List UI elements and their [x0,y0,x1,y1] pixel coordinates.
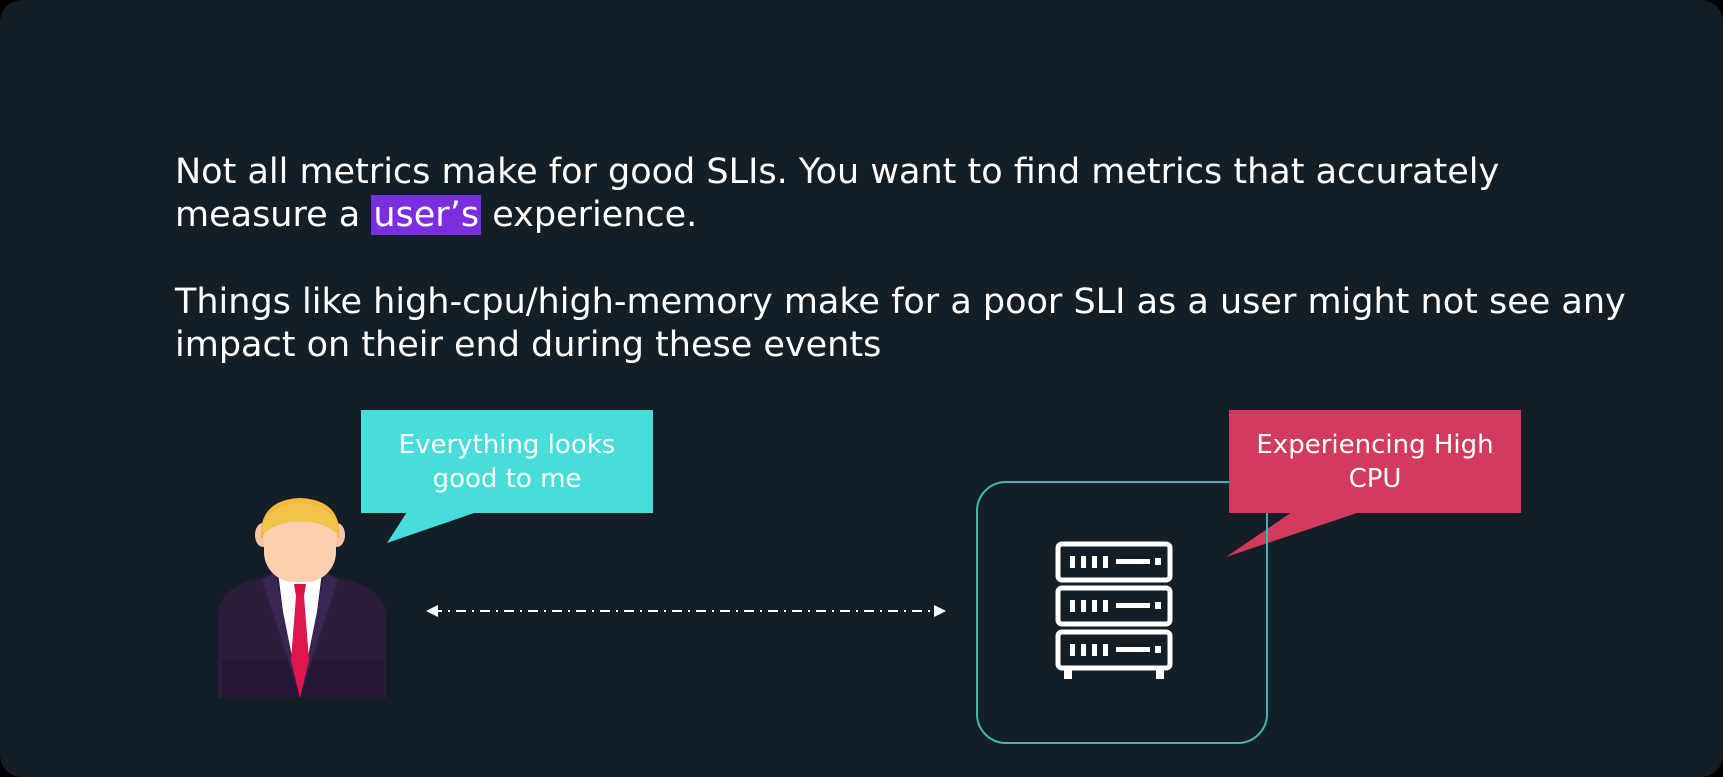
user-bubble-tail [387,512,477,543]
server-box [976,481,1268,744]
intro-text-end: experience. [481,195,698,235]
highlighted-word: user’s [371,195,482,235]
connection-arrow [426,605,946,617]
user-speech-bubble: Everything looks good to me [361,410,653,513]
intro-text-start: Not all metrics make for good SLIs. You … [175,152,1500,235]
user-icon [218,498,386,698]
intro-paragraph: Not all metrics make for good SLIs. You … [175,151,1655,237]
explanation-paragraph: Things like high-cpu/high-memory make fo… [175,282,1626,365]
server-rack-icon [1055,541,1173,679]
server-speech-bubble: Experiencing High CPU [1229,410,1521,513]
server-bubble-tail [1226,512,1360,557]
user-bubble-text: Everything looks good to me [398,429,616,494]
server-bubble-text: Experiencing High CPU [1256,429,1494,494]
